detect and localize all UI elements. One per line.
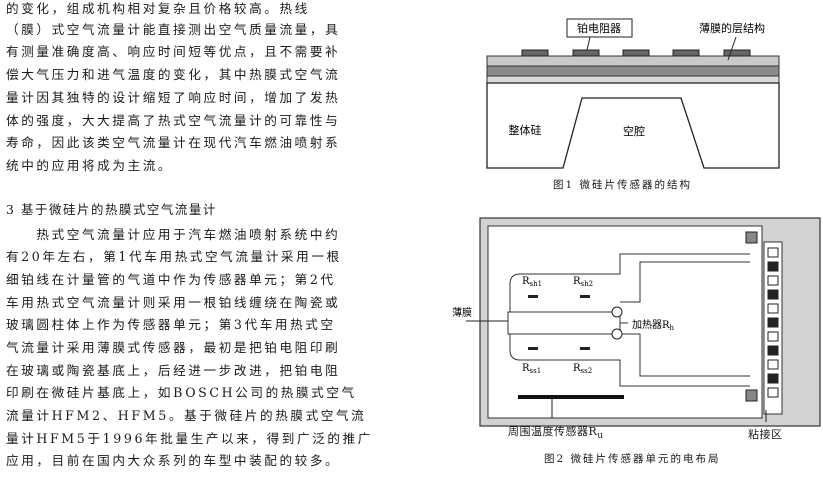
platinum-pad bbox=[521, 49, 549, 57]
heater-contact bbox=[611, 306, 623, 318]
bond-pad bbox=[767, 387, 779, 398]
corner-pad bbox=[745, 231, 758, 244]
para1-line: 量计因其独特的设计缩短了响应时间，增加了发热 bbox=[6, 90, 341, 105]
para2-line: 有20年左右，第1代车用热式空气流量计采用一根 bbox=[6, 249, 342, 264]
para1-line: （膜）式空气流量计能直接测出空气质量流量，具 bbox=[6, 22, 341, 37]
trace bbox=[620, 333, 750, 377]
section-heading: 3 基于微硅片的热膜式空气流量计 bbox=[6, 202, 217, 217]
membrane-label: 薄膜 bbox=[452, 306, 472, 319]
membrane-region bbox=[507, 311, 621, 335]
bond-pad bbox=[767, 303, 779, 314]
rsh2-mark bbox=[580, 295, 590, 298]
rss1-mark bbox=[528, 347, 538, 350]
platinum-leader-line bbox=[586, 36, 591, 51]
film-layer-top bbox=[486, 55, 780, 67]
layers-leader-line bbox=[727, 36, 737, 61]
figure1-structure-diagram: 铂电阻器 薄膜的层结构 整体硅 空腔 bbox=[486, 18, 780, 169]
trace bbox=[509, 324, 750, 387]
bonding-pads bbox=[767, 247, 779, 398]
para2-line: 车用热式空气流量计则采用一根铂线缠绕在陶瓷或 bbox=[6, 295, 341, 310]
para2-line: 玻璃圆柱体上作为传感器单元；第3代车用热式空 bbox=[6, 317, 336, 332]
ambient-sensor-sub: u bbox=[597, 430, 604, 442]
para2-line: 气流量计采用薄膜式传感器，最初是把铂电阻印刷 bbox=[6, 340, 341, 355]
para2-line: 热式空气流量计应用于汽车燃油喷射系统中约 bbox=[6, 227, 341, 242]
cavity-label: 空腔 bbox=[623, 124, 645, 138]
figure2-layout-diagram: Rsh1 Rsh2 Rss1 Rss2 加热器Rh 薄膜 bbox=[452, 217, 821, 427]
para1-line: 的变化，组成机构相对复杂且价格较高。热线 bbox=[6, 1, 310, 16]
bond-pad bbox=[767, 331, 779, 342]
bulk-silicon-body bbox=[486, 82, 780, 169]
rss1-label: Rss1 bbox=[522, 363, 541, 375]
bonding-area-label: 粘接区 bbox=[748, 428, 783, 441]
para1-line: 统中的应用将成为主流。 bbox=[6, 158, 174, 173]
rsh2-label: Rsh2 bbox=[573, 276, 593, 288]
para2-line: 应用，目前在国内大众系列的车型中装配的较多。 bbox=[6, 453, 341, 468]
bond-pad bbox=[767, 261, 779, 272]
film-layer-mid bbox=[486, 65, 780, 77]
platinum-pad bbox=[572, 49, 600, 57]
bond-pad bbox=[767, 317, 779, 328]
heater-contact bbox=[611, 328, 623, 340]
bond-pad bbox=[767, 345, 779, 356]
thin-film-layers-label: 薄膜的层结构 bbox=[699, 21, 765, 35]
bond-pad bbox=[767, 373, 779, 384]
rss2-label: Rss2 bbox=[573, 363, 592, 375]
para1-line: 有测量准确度高、响应时间短等优点，且不需要补 bbox=[6, 44, 341, 59]
film-layer-bottom bbox=[486, 75, 780, 84]
platinum-label-box bbox=[566, 18, 633, 38]
ambient-sensor-label: 周围温度传感器Ru bbox=[508, 423, 604, 441]
rsh1-label: Rsh1 bbox=[522, 276, 542, 288]
platinum-pad bbox=[672, 49, 700, 57]
platinum-pad bbox=[622, 49, 650, 57]
rsh1-mark bbox=[528, 295, 538, 298]
heater-label: 加热器Rh bbox=[632, 318, 675, 332]
corner-pad bbox=[745, 389, 758, 402]
figure2-caption: 图2 微硅片传感器单元的电布局 bbox=[544, 453, 721, 465]
trace bbox=[509, 253, 750, 312]
bond-pad bbox=[767, 289, 779, 300]
para1-line: 偿大气压力和进气温度的变化，其中热膜式空气流 bbox=[6, 67, 341, 82]
ambient-sensor-bar bbox=[518, 395, 624, 399]
para2-line: 细铂线在计量管的气道中作为传感器单元；第2代 bbox=[6, 272, 336, 287]
para2-line: 印刷在微硅片基底上，如BOSCH公司的热膜式空气 bbox=[6, 385, 357, 400]
para1-line: 寿命，因此该类空气流量计在现代汽车燃油喷射系 bbox=[6, 135, 341, 150]
trace bbox=[620, 261, 750, 303]
figure1-caption: 图1 微硅片传感器的结构 bbox=[553, 179, 693, 191]
bulk-silicon-label: 整体硅 bbox=[509, 123, 542, 137]
platinum-pad bbox=[723, 49, 751, 57]
rss2-mark bbox=[580, 347, 590, 350]
bond-pad bbox=[767, 359, 779, 370]
para2-line: 在玻璃或陶瓷基底上，后经进一步改进，把铂电阻 bbox=[6, 363, 341, 378]
platinum-resistor-label: 铂电阻器 bbox=[577, 21, 621, 35]
para1-line: 体的强度，大大提高了热式空气流量计的可靠性与 bbox=[6, 113, 341, 128]
ambient-sensor-text: 周围温度传感器R bbox=[508, 425, 598, 438]
para2-line: 量计HFM5于1996年批量生产以来，得到广泛的推广 bbox=[6, 431, 373, 446]
para2-line: 流量计HFM2、HFM5。基于微硅片的热膜式空气流 bbox=[6, 408, 367, 423]
bond-pad bbox=[767, 275, 779, 286]
bond-pad bbox=[767, 247, 779, 258]
